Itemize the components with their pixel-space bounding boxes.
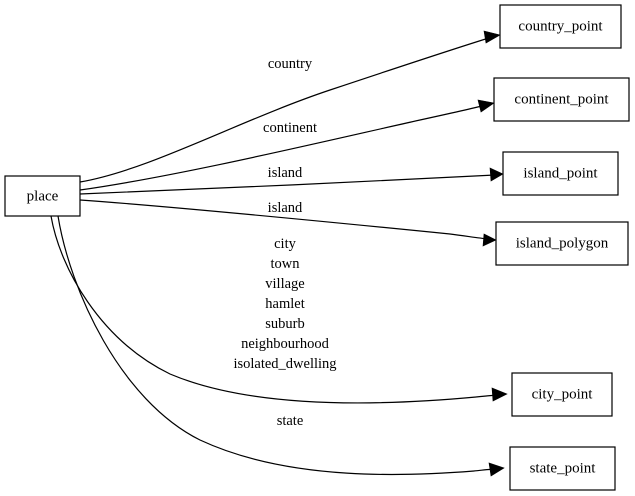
- edge-place-to-country_point[interactable]: [79, 30, 501, 183]
- edge-place-to-state_point[interactable]: [57, 215, 505, 477]
- node-place-label: place: [27, 188, 59, 204]
- edge-label-city-line-1: city: [274, 236, 296, 252]
- edge-label-city-line-5: suburb: [265, 316, 304, 332]
- edge-path-state-tail: [473, 468, 497, 472]
- edge-label-city-line-4: hamlet: [265, 296, 304, 312]
- node-city_point-box: [511, 372, 613, 417]
- node-continent_point-label: continent_point: [514, 91, 609, 107]
- node-place-box: [4, 175, 81, 217]
- edge-path-island-point: [79, 174, 496, 195]
- edge-path-city: [50, 215, 477, 404]
- edge-label-country: country: [268, 56, 313, 72]
- edge-arrowhead-island-point: [489, 167, 504, 182]
- node-country_point-box: [499, 4, 622, 49]
- node-state_point[interactable]: state_point: [509, 446, 616, 491]
- edge-path-continent: [79, 104, 487, 191]
- edge-place-to-island_point[interactable]: [79, 167, 504, 195]
- node-country_point[interactable]: country_point: [499, 4, 622, 49]
- node-island_point[interactable]: island_point: [502, 151, 619, 196]
- edge-place-to-island_polygon[interactable]: [79, 199, 497, 247]
- node-island_polygon-box: [495, 221, 629, 266]
- edge-label-island-point: island: [268, 165, 303, 181]
- node-island_point-box: [502, 151, 619, 196]
- node-continent_point[interactable]: continent_point: [493, 77, 630, 122]
- edge-label-city-line-3: village: [265, 276, 304, 292]
- node-place[interactable]: place: [4, 175, 81, 217]
- edge-arrowhead-country: [483, 30, 501, 44]
- node-city_point-label: city_point: [532, 386, 594, 402]
- edge-label-island-polygon: island: [268, 200, 303, 216]
- edge-label-city-line-7: isolated_dwelling: [233, 356, 336, 372]
- edge-path-island-polygon: [79, 199, 489, 240]
- node-city_point[interactable]: city_point: [511, 372, 613, 417]
- edge-label-continent: continent: [263, 120, 317, 136]
- edge-place-to-city_point[interactable]: [50, 215, 508, 404]
- node-island_polygon-label: island_polygon: [516, 235, 609, 251]
- edge-path-state: [57, 215, 475, 476]
- node-state_point-box: [509, 446, 616, 491]
- node-island_point-label: island_point: [523, 165, 598, 181]
- edge-arrowhead-island-polygon: [482, 233, 497, 247]
- node-continent_point-box: [493, 77, 630, 122]
- edge-label-city-group: city town village hamlet suburb neighbou…: [233, 236, 336, 372]
- edge-arrowhead-continent: [477, 99, 495, 113]
- node-country_point-label: country_point: [518, 18, 603, 34]
- edge-label-city-line-2: town: [271, 256, 301, 272]
- node-state_point-label: state_point: [530, 460, 597, 476]
- edge-arrowhead-city: [491, 387, 508, 402]
- edge-label-city-line-6: neighbourhood: [241, 336, 330, 352]
- edge-path-country: [79, 36, 493, 183]
- edge-place-to-continent_point[interactable]: [79, 99, 495, 191]
- node-island_polygon[interactable]: island_polygon: [495, 221, 629, 266]
- edge-path-city-tail: [475, 394, 500, 398]
- edge-label-state: state: [277, 413, 304, 429]
